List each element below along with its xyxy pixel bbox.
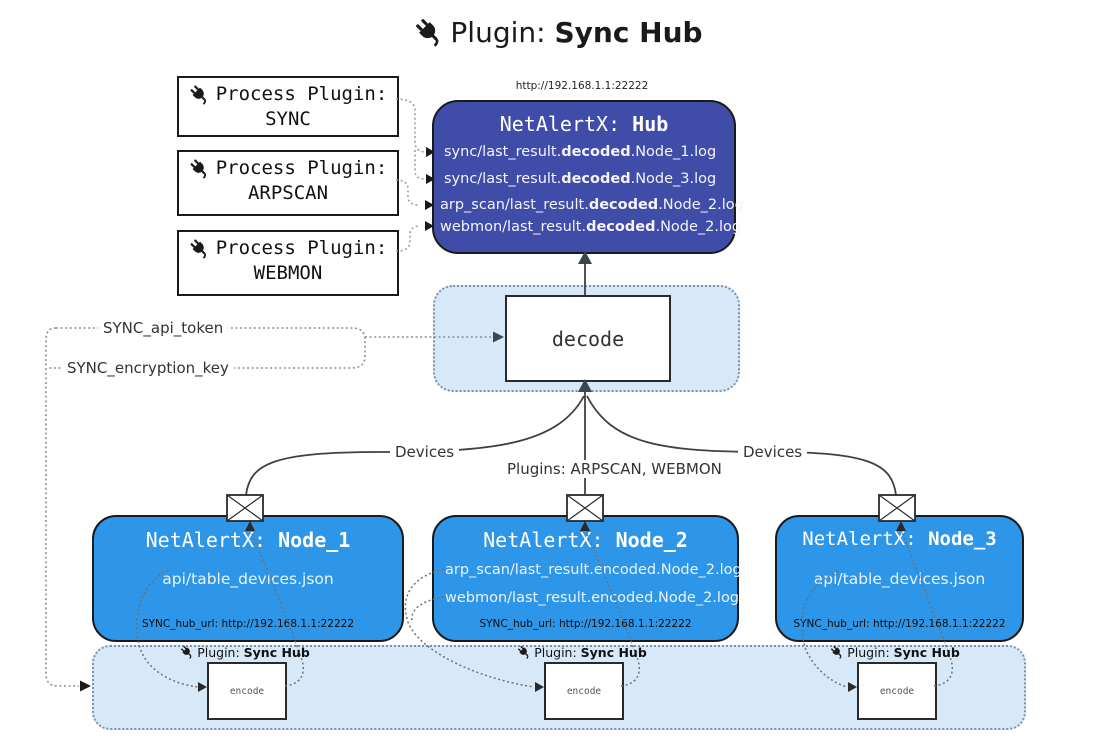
hub-title-prefix: NetAlertX: [499, 112, 633, 136]
hub-log-file: sync/last_result.decoded.Node_1.log [444, 144, 717, 160]
sync-hub-plugin-label: Plugin: Sync Hub [512, 645, 652, 662]
encode-box: encode [544, 662, 624, 720]
netalertx-hub-box: NetAlertX: Hub sync/last_result.decoded.… [432, 100, 744, 254]
hub-log-file: arp_scan/last_result.decoded.Node_2.log [440, 197, 744, 213]
node-title: NetAlertX: Node_1 [145, 528, 351, 552]
process-plugin-name: SYNC [265, 108, 311, 130]
sync-hub-plugin-label: Plugin: Sync Hub [825, 645, 965, 662]
plug-icon [180, 645, 194, 659]
process-plugin-label: Process Plugin: [215, 83, 388, 105]
node-file: api/table_devices.json [162, 570, 334, 588]
plugin-to-hub-connectors [395, 98, 427, 252]
node-footer: SYNC_hub_url: http://192.168.1.1:22222 [479, 618, 692, 630]
title-bold: Sync Hub [554, 16, 703, 49]
sync-encryption-key-label: SYNC_encryption_key [62, 359, 234, 377]
netalertx-node1-box: NetAlertX: Node_1 api/table_devices.json… [92, 515, 404, 642]
title-prefix: Plugin: [450, 16, 555, 49]
netalertx-node2-box: NetAlertX: Node_2 arp_scan/last_result.e… [432, 515, 742, 642]
devices-right-label: Devices [738, 443, 808, 461]
process-plugin-sync-box: Process Plugin: SYNC [177, 76, 399, 137]
hub-title-bold: Hub [632, 112, 669, 136]
node-footer: SYNC_hub_url: http://192.168.1.1:22222 [793, 618, 1006, 630]
plug-icon [517, 645, 531, 659]
panel-input-arrowhead [80, 680, 91, 692]
plug-icon [189, 158, 210, 179]
sync-api-token-label: SYNC_api_token [98, 319, 229, 337]
hub-log-file: webmon/last_result.decoded.Node_2.log [440, 219, 742, 235]
process-plugin-arpscan-box: Process Plugin: ARPSCAN [177, 150, 399, 216]
node-title: NetAlertX: Node_3 [802, 528, 997, 550]
process-plugin-label: Process Plugin: [215, 157, 388, 179]
plug-icon [830, 645, 844, 659]
netalertx-node3-box: NetAlertX: Node_3 api/table_devices.json… [775, 515, 1024, 642]
process-plugin-label: Process Plugin: [215, 237, 388, 259]
process-plugin-name: ARPSCAN [247, 182, 329, 204]
devices-left-label: Devices [390, 443, 460, 461]
hub-log-file: sync/last_result.decoded.Node_3.log [444, 171, 717, 187]
encode-box: encode [207, 662, 287, 720]
page-title: Plugin: Sync Hub [0, 16, 1117, 49]
sync-hub-plugin-label: Plugin: Sync Hub [175, 645, 315, 662]
node-file: arp_scan/last_result.encoded.Node_2.log [445, 562, 742, 578]
hub-url-label: http://192.168.1.1:22222 [515, 80, 649, 92]
plug-icon [414, 17, 444, 47]
plugins-center-label: Plugins: ARPSCAN, WEBMON [502, 460, 727, 478]
encode-box: encode [857, 662, 937, 720]
plug-icon [189, 238, 210, 259]
process-plugin-webmon-box: Process Plugin: WEBMON [177, 230, 399, 296]
node-title: NetAlertX: Node_2 [483, 528, 688, 552]
hub-title: NetAlertX: Hub [434, 112, 734, 136]
decode-box: decode [505, 295, 671, 382]
process-plugin-name: WEBMON [253, 262, 323, 284]
node-footer: SYNC_hub_url: http://192.168.1.1:22222 [141, 618, 355, 630]
node-file: webmon/last_result.encoded.Node_2.log [445, 590, 740, 606]
plug-icon [189, 84, 210, 105]
node-file: api/table_devices.json [813, 570, 986, 588]
